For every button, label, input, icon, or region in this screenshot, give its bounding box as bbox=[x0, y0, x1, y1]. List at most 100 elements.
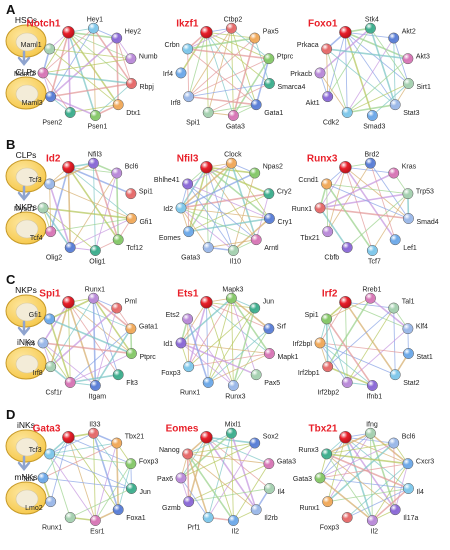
gene-label: Runx3 bbox=[298, 447, 318, 454]
network-edge bbox=[68, 31, 117, 39]
gene-node bbox=[183, 226, 195, 238]
network-edge bbox=[208, 239, 257, 248]
network-edge bbox=[49, 32, 70, 97]
gene-label: Arntl bbox=[264, 245, 279, 252]
network-edge bbox=[231, 162, 270, 219]
network-edge bbox=[346, 58, 409, 113]
network-edge bbox=[49, 453, 131, 465]
network-edge bbox=[205, 166, 270, 220]
network-edge bbox=[319, 442, 394, 479]
gene-label: Il2 bbox=[232, 528, 240, 535]
gene-label: Foxp3 bbox=[161, 370, 181, 377]
gene-label: Irf2bp1 bbox=[298, 370, 320, 377]
gene-label: Irf2bp2 bbox=[317, 390, 339, 397]
gene-node bbox=[112, 369, 124, 381]
gene-node bbox=[125, 458, 137, 470]
focus-gene-label: Ets1 bbox=[177, 288, 199, 299]
network-edge bbox=[180, 207, 209, 248]
network-edge bbox=[68, 166, 117, 174]
network-edge bbox=[42, 342, 71, 383]
network-edge bbox=[187, 318, 190, 367]
network-edge bbox=[326, 453, 409, 490]
gene-node bbox=[263, 78, 275, 89]
gene-label: Tcf7 bbox=[368, 258, 381, 265]
gene-label: Tal1 bbox=[22, 476, 35, 483]
gene-node bbox=[314, 202, 326, 214]
network-edge bbox=[230, 162, 257, 240]
network-edge bbox=[42, 27, 94, 74]
gene-node bbox=[225, 22, 237, 34]
gene-label: Dtx1 bbox=[126, 110, 141, 117]
gene-node bbox=[364, 292, 376, 304]
gene-label: Smad3 bbox=[363, 123, 385, 130]
gene-label: Il17a bbox=[403, 515, 418, 522]
network-edge bbox=[49, 442, 117, 455]
network-edge bbox=[93, 432, 132, 489]
network-edge bbox=[92, 297, 133, 354]
network-edge bbox=[319, 437, 346, 479]
network-edge bbox=[188, 27, 232, 97]
network-edge bbox=[49, 453, 96, 521]
gene-node bbox=[225, 157, 237, 169]
gene-node bbox=[182, 178, 194, 190]
network-edge bbox=[187, 37, 255, 50]
network-edge bbox=[327, 442, 395, 503]
network-edge bbox=[49, 48, 119, 106]
gene-label: Runx3 bbox=[225, 393, 245, 400]
gene-node bbox=[389, 99, 401, 111]
network-edge bbox=[319, 192, 409, 209]
gene-node bbox=[227, 515, 239, 526]
gene-node bbox=[341, 377, 353, 388]
gene-label: Akt3 bbox=[416, 54, 430, 61]
network-edge bbox=[68, 301, 132, 354]
focus-gene-node bbox=[62, 296, 75, 309]
gene-label: Il4 bbox=[277, 489, 285, 496]
network-edge bbox=[180, 166, 208, 209]
gene-node bbox=[125, 188, 137, 200]
network-edge bbox=[49, 48, 131, 60]
network-edge bbox=[345, 436, 394, 444]
gene-label: Gfi1 bbox=[139, 219, 152, 226]
gene-node bbox=[125, 323, 137, 335]
network-edge bbox=[50, 437, 69, 502]
network-edge bbox=[68, 166, 132, 219]
network-edge bbox=[347, 488, 409, 518]
gene-label: Gata3 bbox=[277, 459, 296, 466]
cell-icon bbox=[5, 211, 47, 245]
network-edge bbox=[207, 307, 256, 383]
gene-label: Crbn bbox=[164, 42, 179, 49]
gene-node bbox=[182, 448, 194, 460]
gene-label: Psen2 bbox=[42, 120, 62, 127]
gene-node bbox=[388, 167, 400, 179]
focus-gene-node bbox=[62, 26, 75, 39]
gene-label: Ccnd1 bbox=[298, 177, 318, 184]
network-edge bbox=[187, 162, 232, 185]
network-edge bbox=[50, 27, 94, 97]
gene-label: Prf1 bbox=[187, 525, 200, 532]
network-edge bbox=[206, 31, 270, 60]
network-edge bbox=[188, 32, 207, 97]
network-edge bbox=[344, 302, 348, 383]
gene-node bbox=[322, 361, 334, 373]
gene-label: Irf2bpl bbox=[293, 341, 313, 348]
network-edge bbox=[206, 31, 255, 39]
network-edge bbox=[180, 432, 232, 479]
network-edge bbox=[327, 488, 409, 503]
gene-node bbox=[89, 110, 101, 121]
gene-label: Esr1 bbox=[90, 528, 105, 535]
gene-label: Mixl1 bbox=[225, 421, 241, 428]
gene-label: Id2 bbox=[163, 206, 173, 213]
gene-node bbox=[314, 472, 326, 484]
gene-label: Gata3 bbox=[293, 476, 312, 483]
network-edge bbox=[42, 437, 69, 479]
network-edge bbox=[319, 463, 408, 479]
gene-label: Nanog bbox=[159, 447, 180, 454]
network-edge bbox=[326, 453, 373, 521]
network-edge bbox=[70, 488, 132, 518]
gene-label: Pax5 bbox=[263, 28, 279, 35]
gene-label: Il33 bbox=[89, 421, 100, 428]
network-edge bbox=[255, 193, 270, 240]
network-edge bbox=[187, 183, 190, 232]
network-edge bbox=[180, 477, 209, 518]
